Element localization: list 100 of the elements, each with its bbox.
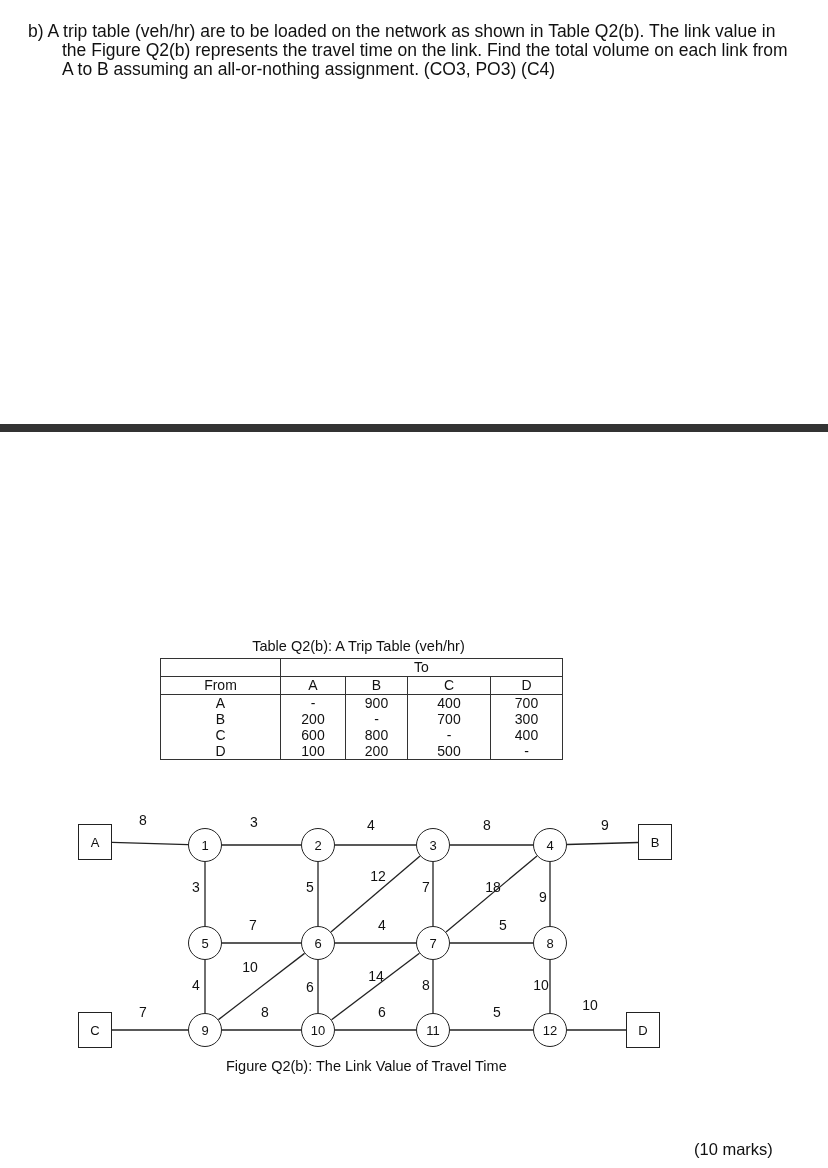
table-value: - bbox=[524, 743, 529, 759]
travel-time-label: 10 bbox=[532, 978, 550, 992]
network-node bbox=[533, 926, 567, 960]
table-value: 200 bbox=[364, 743, 389, 759]
table-value: 800 bbox=[364, 727, 389, 743]
node-label: B bbox=[650, 834, 660, 850]
link-line bbox=[221, 844, 302, 846]
table-value: 100 bbox=[301, 743, 325, 759]
column-header: From bbox=[204, 677, 237, 693]
node-label: 4 bbox=[546, 837, 554, 853]
travel-time-label: 8 bbox=[482, 818, 492, 832]
node-label: 9 bbox=[201, 1022, 209, 1038]
node-label: 2 bbox=[314, 837, 322, 853]
network-node bbox=[533, 1013, 567, 1047]
column-header: D bbox=[521, 677, 532, 693]
network-node bbox=[188, 926, 222, 960]
zone-box bbox=[78, 824, 112, 860]
travel-time-label: 5 bbox=[305, 880, 315, 894]
link-line bbox=[217, 952, 306, 1021]
network-node bbox=[301, 828, 335, 862]
network-node bbox=[416, 926, 450, 960]
table-title: Table Q2(b): A Trip Table (veh/hr) bbox=[251, 638, 466, 654]
network-node bbox=[416, 828, 450, 862]
node-label: C bbox=[90, 1022, 100, 1038]
table-value: - bbox=[374, 711, 379, 727]
travel-time-label: 4 bbox=[377, 918, 387, 932]
link-line bbox=[549, 861, 551, 927]
link-line bbox=[334, 844, 417, 846]
network-node bbox=[301, 1013, 335, 1047]
link-line bbox=[111, 1029, 189, 1031]
table-value: C bbox=[215, 727, 226, 743]
travel-time-label: 18 bbox=[484, 880, 502, 894]
table-value: - bbox=[310, 695, 316, 711]
table-value: 400 bbox=[514, 727, 539, 743]
travel-time-label: 3 bbox=[191, 880, 201, 894]
link-line bbox=[449, 844, 534, 846]
table-value: A bbox=[215, 695, 226, 711]
link-line bbox=[432, 959, 434, 1014]
travel-time-label: 6 bbox=[305, 980, 315, 994]
travel-time-label: 7 bbox=[421, 880, 431, 894]
travel-time-label: 4 bbox=[191, 978, 201, 992]
table-value: 900 bbox=[364, 695, 389, 711]
table-value: 300 bbox=[514, 711, 539, 727]
link-line bbox=[432, 861, 434, 927]
table-value: 700 bbox=[514, 695, 539, 711]
link-line bbox=[449, 942, 534, 944]
table-value: 700 bbox=[437, 711, 461, 727]
table-value: B bbox=[215, 711, 226, 727]
travel-time-label: 8 bbox=[421, 978, 431, 992]
travel-time-label: 5 bbox=[498, 918, 508, 932]
node-label: 10 bbox=[310, 1022, 326, 1038]
link-line bbox=[334, 942, 417, 944]
table-value: 600 bbox=[301, 727, 325, 743]
travel-time-label: 8 bbox=[138, 813, 148, 827]
column-header: B bbox=[371, 677, 382, 693]
travel-time-label: 9 bbox=[538, 890, 548, 904]
travel-time-label: 6 bbox=[377, 1005, 387, 1019]
table-value: D bbox=[215, 743, 226, 759]
travel-time-label: 10 bbox=[581, 998, 599, 1012]
travel-time-label: 12 bbox=[369, 869, 387, 883]
node-label: 8 bbox=[546, 935, 554, 951]
node-label: 1 bbox=[201, 837, 209, 853]
link-line bbox=[566, 1029, 627, 1031]
link-line bbox=[317, 959, 319, 1014]
travel-time-label: 9 bbox=[600, 818, 610, 832]
node-label: 6 bbox=[314, 935, 322, 951]
zone-box bbox=[638, 824, 672, 860]
link-line bbox=[330, 952, 421, 1021]
link-line bbox=[566, 841, 639, 846]
node-label: 7 bbox=[429, 935, 437, 951]
node-label: D bbox=[638, 1022, 648, 1038]
network-node bbox=[416, 1013, 450, 1047]
link-line bbox=[317, 861, 319, 927]
travel-time-label: 7 bbox=[138, 1005, 148, 1019]
question-text: b) A trip table (veh/hr) are to be loaded on the network as shown in Table Q2(b). The link value in the Figure Q2(b) represents the travel time on the link. Find the total volume on each link from A to B assuming an all-or-nothing assignment. (CO3, PO3) (C4) bbox=[28, 21, 788, 79]
link-line bbox=[221, 1029, 302, 1031]
travel-time-label: 10 bbox=[241, 960, 259, 974]
travel-time-label: 7 bbox=[248, 918, 258, 932]
travel-time-label: 4 bbox=[366, 818, 376, 832]
node-label: 11 bbox=[426, 1022, 440, 1038]
network-node bbox=[188, 1013, 222, 1047]
node-label: 3 bbox=[429, 837, 437, 853]
node-label: 12 bbox=[542, 1022, 558, 1038]
link-line bbox=[445, 855, 538, 933]
link-line bbox=[204, 959, 206, 1014]
network-node bbox=[301, 926, 335, 960]
zone-box bbox=[626, 1012, 660, 1048]
network-node bbox=[188, 828, 222, 862]
column-header: A bbox=[308, 677, 318, 693]
link-line bbox=[549, 959, 551, 1014]
link-line bbox=[334, 1029, 417, 1031]
travel-time-label: 8 bbox=[260, 1005, 270, 1019]
column-group-header: To bbox=[414, 659, 429, 675]
link-line bbox=[204, 861, 206, 927]
travel-time-label: 14 bbox=[367, 969, 385, 983]
table-value: - bbox=[446, 727, 452, 743]
figure-caption: Figure Q2(b): The Link Value of Travel Time bbox=[226, 1058, 507, 1074]
node-label: A bbox=[90, 834, 100, 850]
link-line bbox=[330, 855, 421, 933]
travel-time-label: 5 bbox=[492, 1005, 502, 1019]
